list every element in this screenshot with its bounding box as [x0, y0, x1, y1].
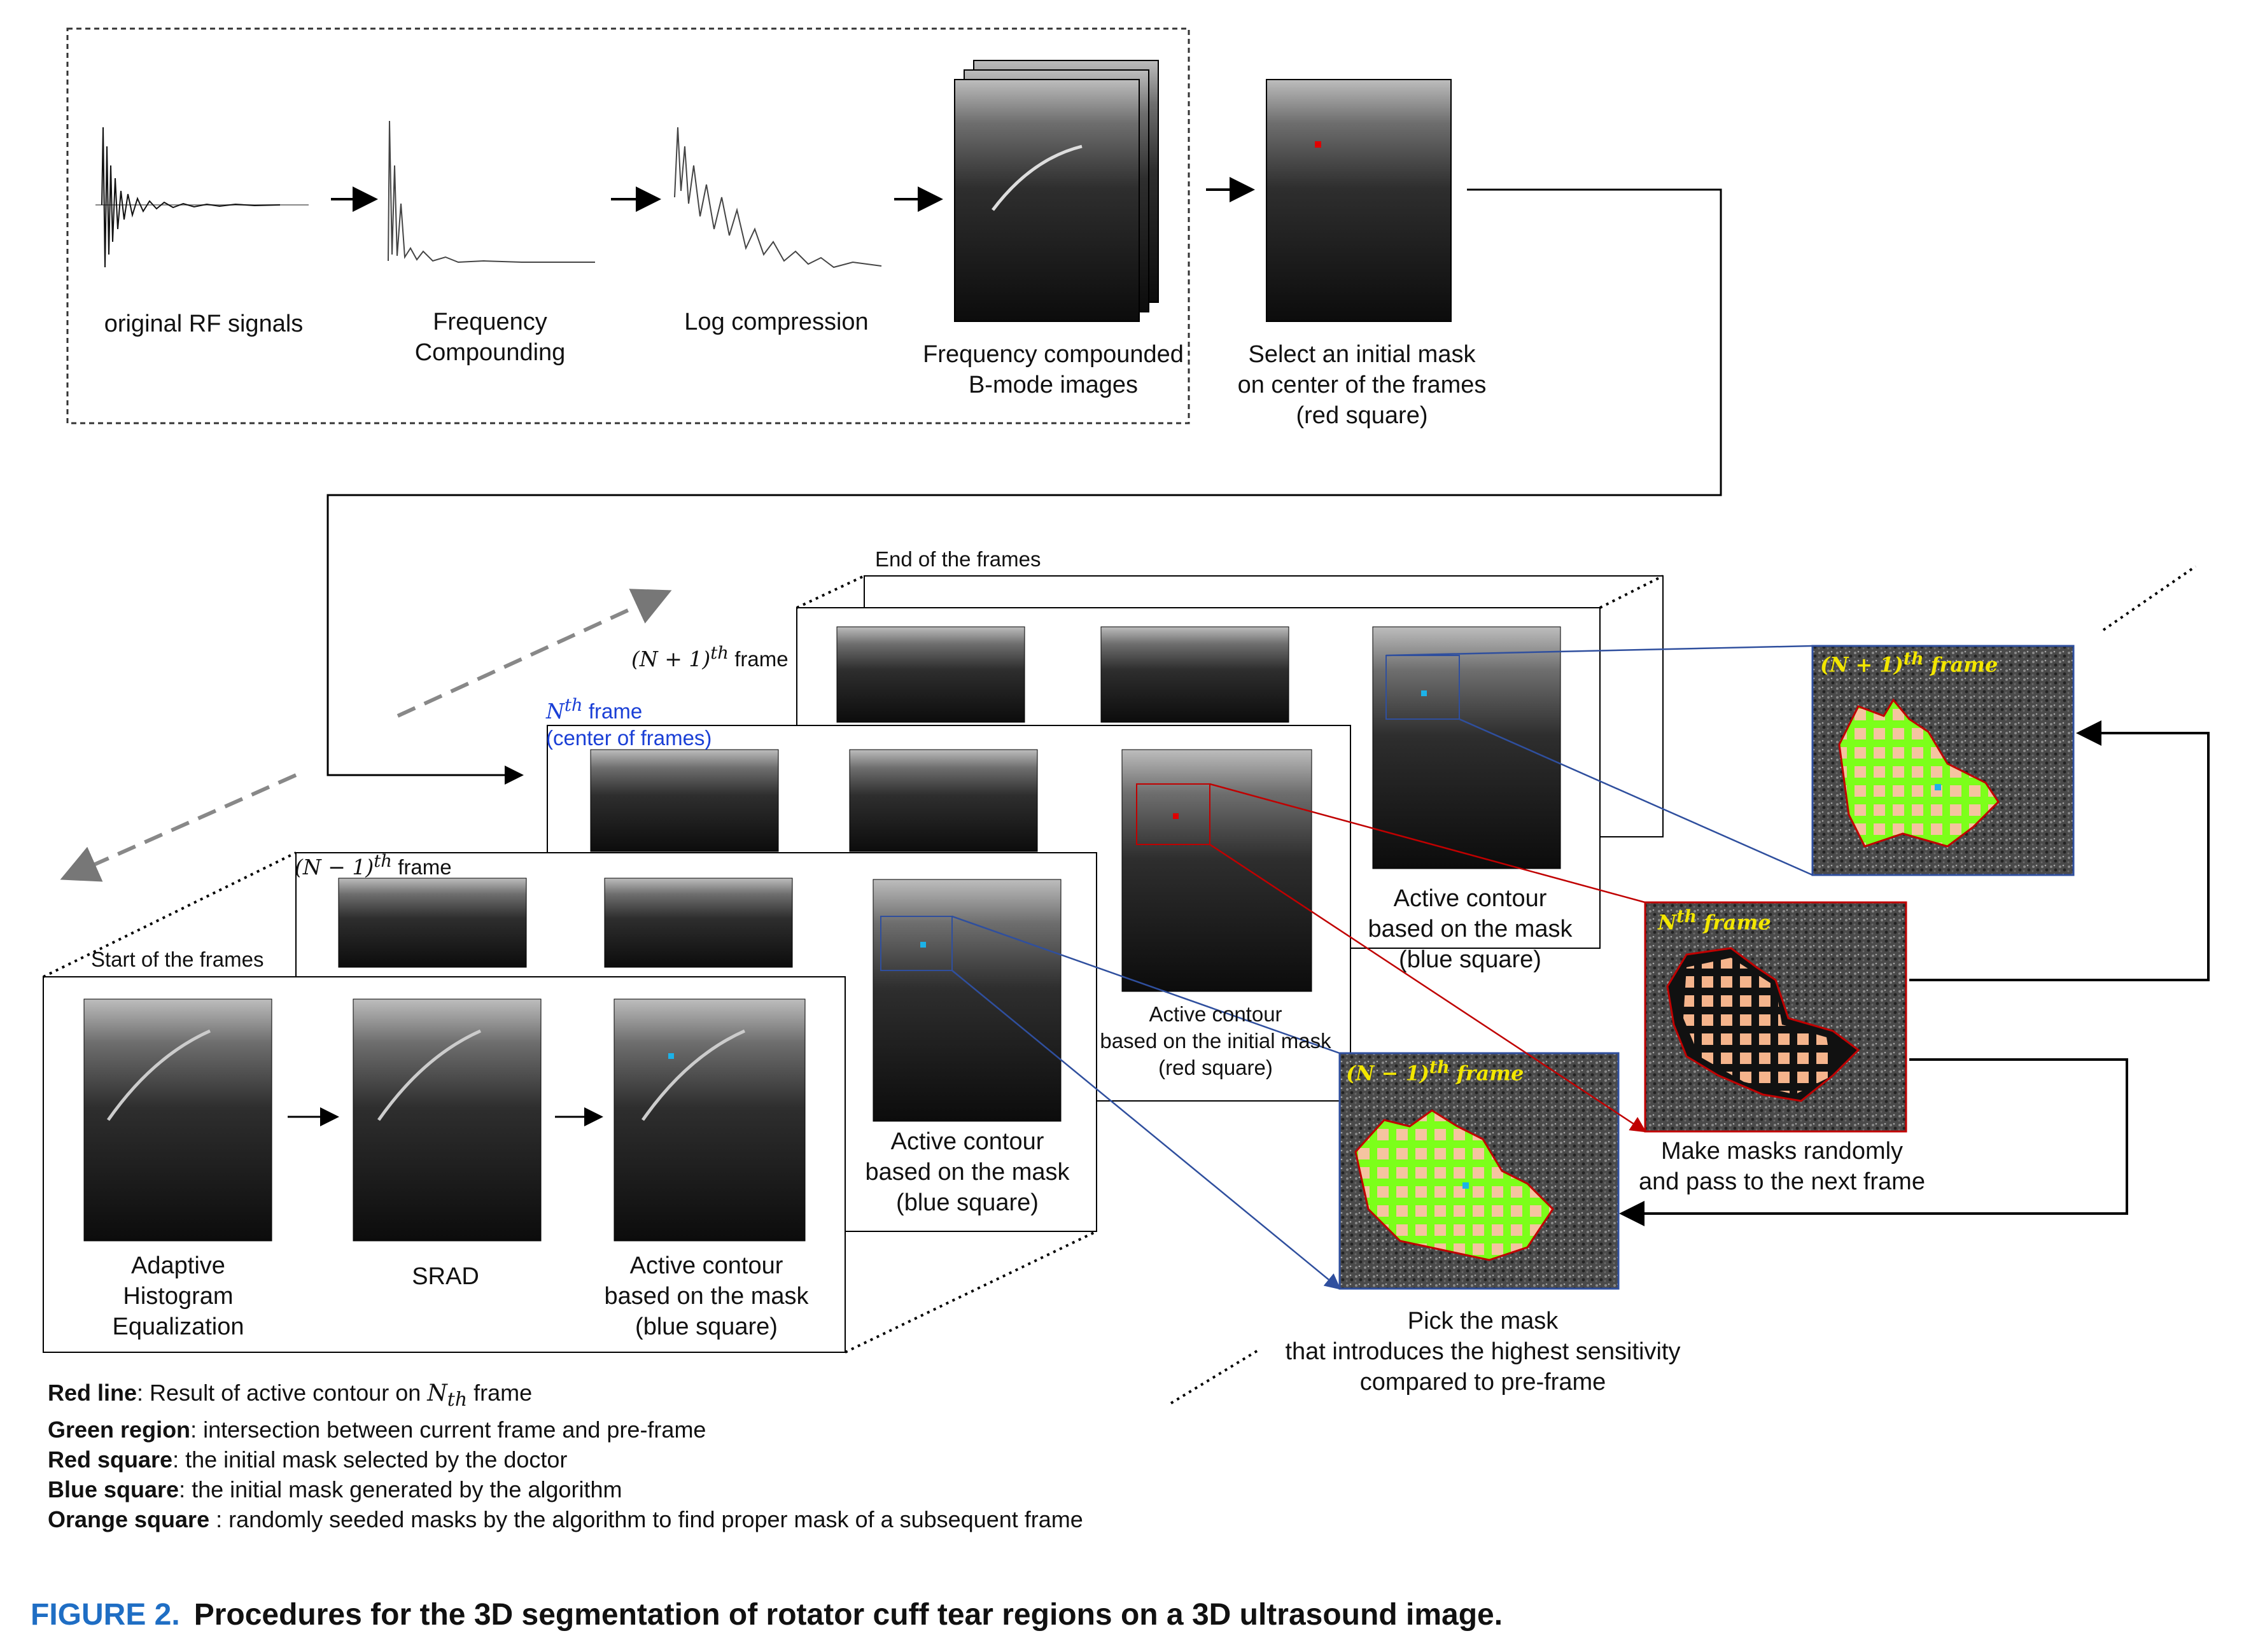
legend-red-line: Red line: Result of active contour on Nt…: [48, 1380, 533, 1411]
label-n-plus-1-frame: (N + 1)th frame: [631, 643, 789, 671]
legend-red-square: Red square: the initial mask selected by…: [48, 1446, 568, 1473]
zoom-panel-n: [1644, 901, 1907, 1133]
loop-arrow-down: [1619, 1058, 2128, 1226]
initial-mask-image: [1266, 79, 1452, 322]
figure-caption: FIGURE 2. Procedures for the 3D segmentat…: [31, 1597, 1503, 1632]
log-compression-plot: [674, 127, 882, 269]
label-start-of-frames: Start of the frames: [91, 948, 264, 971]
red-square-marker: [1315, 141, 1321, 148]
label-frequency-compounding: Frequency Compounding: [414, 309, 566, 366]
label-srad: SRAD: [412, 1263, 479, 1290]
legend-orange-square: Orange square : randomly seeded masks by…: [48, 1506, 1083, 1533]
label-rf-signals: original RF signals: [104, 311, 304, 337]
zoom-title-n: Nth frame: [1658, 907, 1771, 935]
label-adaptive-histogram: Adaptive Histogram Equalization: [112, 1252, 244, 1340]
figure-number: FIGURE 2.: [31, 1598, 180, 1632]
caption-text: Procedures for the 3D segmentation of ro…: [193, 1598, 1503, 1632]
zoom-panel-n-minus-1: [1338, 1052, 1620, 1290]
label-nth-frame: Nth frame(center of frames): [546, 695, 712, 750]
label-active-contour-n-plus-1: Active contour based on the mask (blue s…: [1368, 885, 1573, 973]
zoom-title-n-plus-1: (N + 1)th frame: [1820, 649, 1998, 677]
pipeline-connector: [326, 188, 1722, 785]
label-bmode-images: Frequency compounded B-mode images: [923, 341, 1184, 398]
label-n-minus-1-frame: (N − 1)th frame: [295, 851, 452, 879]
zoom-panel-n-plus-1: [1811, 645, 2075, 876]
loop-arrow-up: [1909, 720, 2210, 981]
zoom-title-n-minus-1: (N − 1)th frame: [1346, 1058, 1524, 1086]
legend: Red line: Result of active contour on Nt…: [48, 1378, 1083, 1534]
label-active-contour-n: Active contour based on the initial mask…: [1100, 1002, 1331, 1079]
label-log-compression: Log compression: [684, 309, 869, 335]
label-make-masks: Make masks randomly and pass to the next…: [1639, 1138, 1925, 1195]
bmode-image-stack: [954, 60, 1159, 322]
label-select-initial-mask: Select an initial mask on center of the …: [1237, 341, 1487, 429]
label-end-of-frames: End of the frames: [875, 547, 1041, 571]
label-active-contour-n-minus-1: Active contour based on the mask (blue s…: [865, 1128, 1070, 1216]
rf-signal-plot: [95, 127, 309, 268]
label-active-contour-start: Active contour based on the mask (blue s…: [604, 1252, 809, 1340]
legend-green-region: Green region: intersection between curre…: [48, 1417, 706, 1443]
legend-blue-square: Blue square: the initial mask generated …: [48, 1476, 622, 1503]
preprocessing-dashed-box: [66, 27, 1190, 424]
label-pick-mask: Pick the mask that introduces the highes…: [1285, 1308, 1681, 1396]
frequency-compounding-plot: [388, 120, 595, 263]
